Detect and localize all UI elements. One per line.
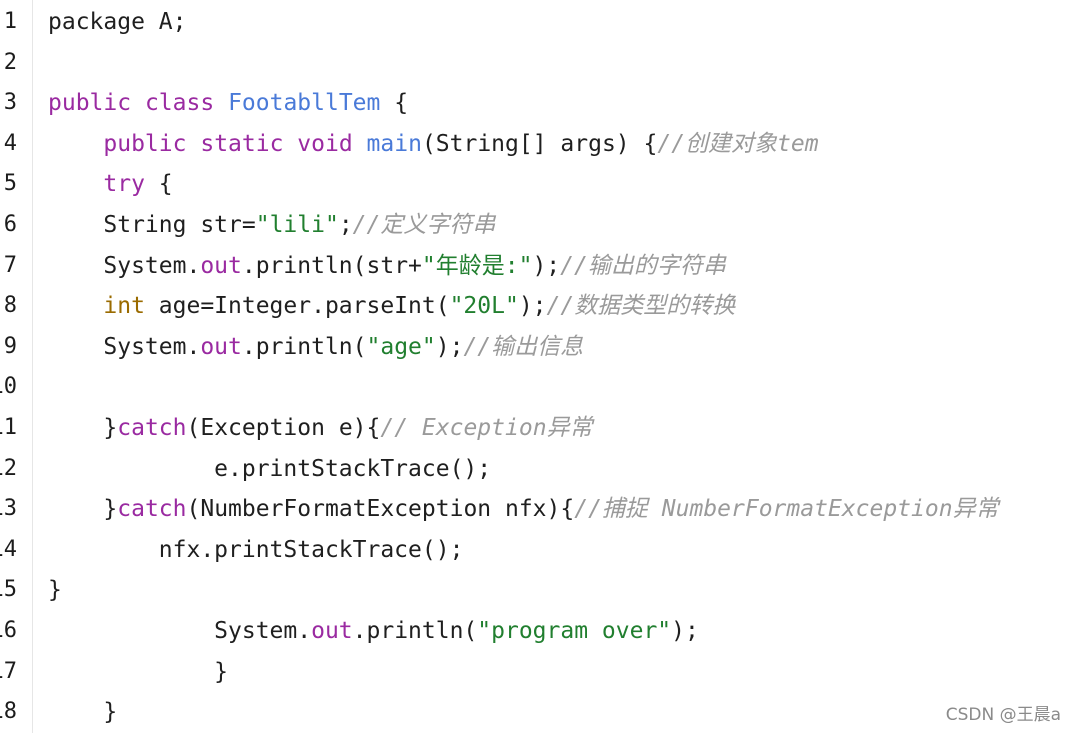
code-line: public class FootabllTem { — [48, 83, 408, 124]
code-line: try { — [48, 164, 173, 205]
line-number: 17 — [0, 658, 17, 684]
code-token-kw: public — [48, 90, 132, 117]
code-line: System.out.println("age");//输出信息 — [48, 327, 583, 368]
code-line: e.printStackTrace(); — [48, 449, 491, 490]
code-token-str: "lili" — [255, 212, 339, 238]
code-token-cmt: // Exception异常 — [380, 415, 593, 441]
code-token-kw: catch — [117, 496, 187, 523]
code-line: public static void main(String[] args) {… — [48, 124, 819, 165]
watermark: CSDN @王晨a — [945, 705, 1061, 725]
code-line: String str="lili";//定义字符串 — [48, 205, 495, 246]
code-token-plain: ); — [532, 252, 561, 279]
line-number: 3 — [3, 90, 17, 116]
code-token-plain: { — [144, 171, 173, 198]
line-number: 9 — [3, 333, 17, 359]
code-token-plain: } — [48, 658, 229, 685]
code-token-plain: ); — [518, 293, 547, 320]
code-token-plain: ); — [671, 618, 699, 644]
code-line: }catch(Exception e){// Exception异常 — [48, 408, 593, 449]
line-number: 14 — [0, 536, 17, 562]
code-token-plain: .println(str+ — [241, 252, 422, 279]
code-token-plain: String str= — [48, 212, 256, 238]
code-token-plain — [283, 131, 297, 157]
line-number: 8 — [3, 293, 17, 319]
line-number: 1 — [3, 9, 17, 34]
code-token-plain: (String[] args) { — [421, 130, 658, 157]
code-token-plain: System. — [48, 252, 201, 279]
code-token-type: int — [103, 293, 145, 320]
code-line: } — [48, 570, 62, 611]
code-token-kw: void — [297, 130, 353, 157]
line-number: 11 — [0, 415, 17, 440]
line-number: 15 — [0, 577, 17, 603]
code-token-plain: package A; — [48, 9, 187, 35]
code-token-plain: } — [48, 577, 62, 604]
code-token-cls: FootabllTem — [228, 90, 381, 117]
line-number-gutter: 123456789101112131415161718 — [0, 0, 33, 733]
code-token-plain — [48, 131, 103, 157]
line-number: 4 — [3, 130, 17, 156]
code-token-plain: e.printStackTrace(); — [48, 455, 492, 482]
code-area[interactable]: package A; public class FootabllTem { pub… — [48, 0, 1075, 733]
code-token-plain: (NumberFormatException nfx){ — [186, 496, 575, 523]
code-token-cmt: //输出的字符串 — [560, 252, 726, 279]
code-token-plain: age=Integer.parseInt( — [144, 293, 450, 320]
code-token-str: "年龄是:" — [421, 252, 533, 279]
line-number: 13 — [0, 496, 17, 522]
code-token-kw: catch — [117, 415, 187, 441]
code-token-prop: out — [200, 252, 242, 279]
code-token-plain — [48, 293, 103, 319]
code-token-plain: } — [48, 699, 118, 726]
code-line: package A; — [48, 2, 186, 43]
code-token-plain — [131, 90, 145, 116]
code-token-prop: out — [200, 333, 242, 360]
code-token-plain: ); — [435, 333, 464, 360]
code-token-cmt: //创建对象tem — [657, 130, 819, 157]
code-token-cmt: //输出信息 — [463, 333, 584, 360]
line-number: 5 — [3, 171, 17, 197]
code-token-plain: .println( — [352, 618, 478, 644]
code-token-kw: try — [103, 171, 145, 198]
code-line: } — [48, 692, 117, 733]
code-line: } — [48, 652, 228, 693]
code-token-kw: class — [144, 90, 215, 117]
code-token-plain: (Exception e){ — [186, 415, 381, 441]
code-line: System.out.println(str+"年龄是:");//输出的字符串 — [48, 246, 726, 287]
line-number: 12 — [0, 455, 17, 481]
code-line: }catch(NumberFormatException nfx){//捕捉 N… — [48, 489, 999, 530]
code-line: System.out.println("program over"); — [48, 611, 699, 652]
code-token-plain: .println( — [241, 333, 367, 360]
code-token-kw: public — [103, 130, 187, 157]
code-token-plain — [186, 131, 200, 157]
line-number: 16 — [0, 618, 17, 643]
code-token-cmt: //定义字符串 — [352, 212, 496, 238]
code-token-cmt: //捕捉 NumberFormatException异常 — [574, 496, 999, 523]
code-token-prop: out — [311, 618, 353, 644]
code-token-plain — [48, 171, 103, 197]
line-number: 7 — [3, 252, 17, 278]
code-token-cmt: //数据类型的转换 — [546, 293, 736, 320]
code-token-plain: { — [380, 90, 409, 117]
code-token-plain: System. — [48, 618, 312, 644]
code-token-plain: System. — [48, 333, 201, 360]
code-line: nfx.printStackTrace(); — [48, 530, 464, 571]
code-token-plain: } — [48, 496, 118, 523]
code-line: int age=Integer.parseInt("20L");//数据类型的转… — [48, 286, 735, 327]
code-token-str: "age" — [366, 333, 436, 360]
code-token-str: "program over" — [477, 618, 672, 644]
line-number: 6 — [3, 212, 17, 237]
code-token-plain — [353, 131, 367, 157]
code-token-str: "20L" — [449, 293, 519, 320]
code-token-fn: main — [366, 130, 422, 157]
code-token-plain: ; — [338, 212, 353, 238]
line-number: 10 — [0, 374, 17, 400]
code-token-plain: } — [48, 415, 118, 441]
line-number: 2 — [3, 49, 17, 75]
line-number: 18 — [0, 699, 17, 725]
code-token-plain: nfx.printStackTrace(); — [48, 536, 464, 563]
code-token-kw: static — [200, 130, 284, 157]
code-token-plain — [214, 90, 228, 116]
